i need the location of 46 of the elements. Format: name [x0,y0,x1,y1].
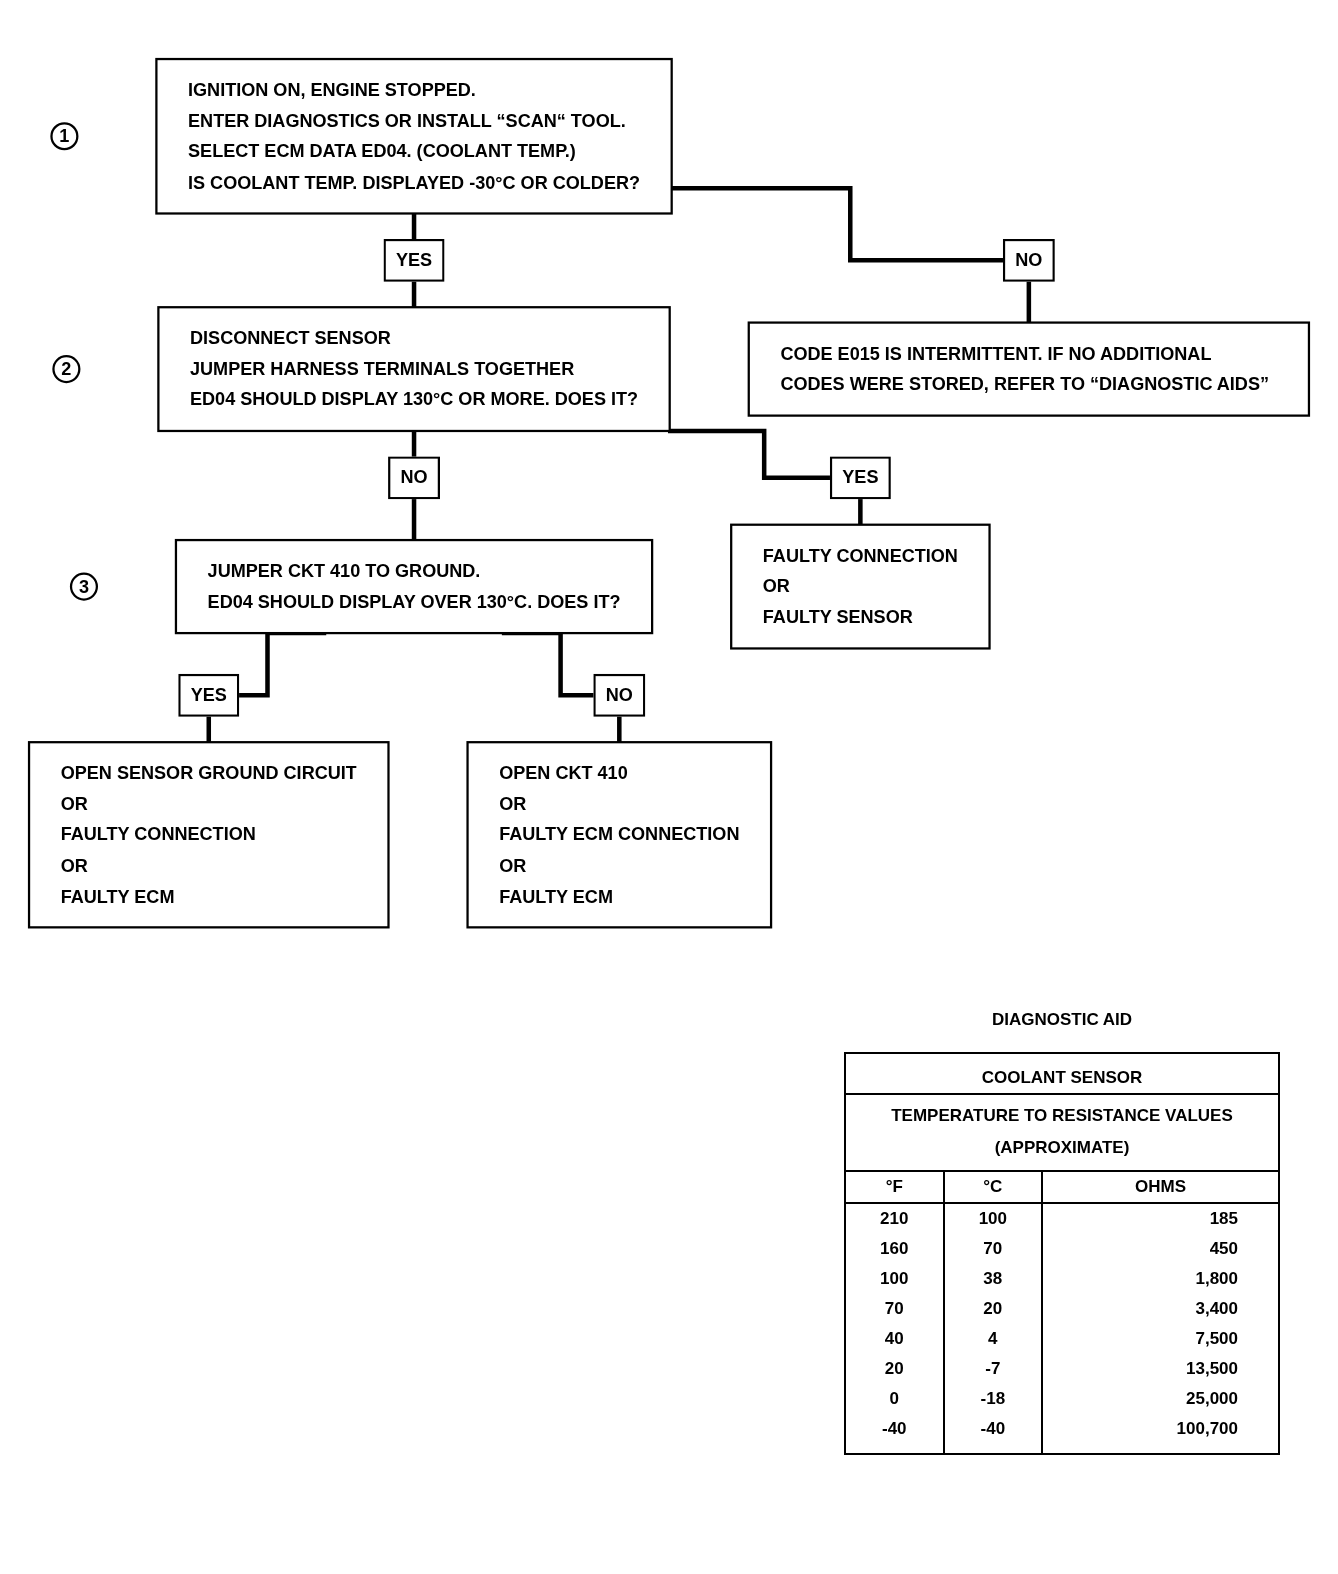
node-circle: 2 [52,355,81,384]
node-circle: 1 [50,122,79,151]
table-value: -18 [980,1388,1006,1409]
edge-label: NO [1015,250,1043,270]
table-value: 185 [1209,1208,1238,1229]
table-value: 70 [983,1238,1003,1259]
table-value: 210 [880,1208,909,1229]
table-value: 160 [880,1238,909,1259]
table-heading: DIAGNOSTIC AID [991,1010,1133,1030]
node-box: FAULTY CONNECTION OR FAULTY SENSOR [730,523,991,650]
table-title: COOLANT SENSOR [981,1068,1143,1088]
table-value: 7,500 [1195,1328,1238,1349]
table-value: 40 [884,1328,904,1349]
table-value: 450 [1209,1238,1238,1259]
table-value: 0 [889,1388,899,1409]
table-value: 100 [978,1208,1007,1229]
node-box: IGNITION ON, ENGINE STOPPED. ENTER DIAGNOSTICS OR INSTALL “SCAN“ TOOL. SELECT ECM DATA ED04. (COOLANT TEMP.) IS COOLANT TEMP. DISPLAYED -30°C OR COLDER? [155,57,673,215]
table-value: 20 [983,1298,1003,1319]
node-box: CODE E015 IS INTERMITTENT. IF NO ADDITIONAL CODES WERE STORED, REFER TO “DIAGNOSTIC AIDS” [747,321,1311,417]
table-value: 38 [983,1268,1003,1289]
table-subtitle: TEMPERATURE TO RESISTANCE VALUES (APPROXIMATE) [890,1105,1234,1160]
column-header: °F [885,1176,903,1197]
node-box: OPEN SENSOR GROUND CIRCUIT OR FAULTY CONNECTION OR FAULTY ECM [27,741,390,929]
table-value: 1,800 [1195,1268,1238,1289]
edge-label: YES [395,250,433,270]
node-circle: 3 [69,572,98,601]
node-box: OPEN CKT 410 OR FAULTY ECM CONNECTION OR FAULTY ECM [466,741,773,929]
column-header: °C [983,1176,1003,1197]
table-value: -40 [980,1418,1006,1439]
table-value: 3,400 [1195,1298,1238,1319]
table-value: 100,700 [1176,1418,1238,1439]
table-value: 20 [884,1358,904,1379]
table-value: -40 [882,1418,907,1439]
column-header: OHMS [1135,1176,1187,1197]
node-box: DISCONNECT SENSOR JUMPER HARNESS TERMINALS TOGETHER ED04 SHOULD DISPLAY 130°C OR MORE. DOES IT? [157,306,671,433]
edge-label: YES [190,685,227,705]
table-value: 70 [884,1298,904,1319]
table-value: 13,500 [1186,1358,1238,1379]
table-value: 100 [880,1268,909,1289]
edge-label: NO [400,467,428,487]
node-box: JUMPER CKT 410 TO GROUND. ED04 SHOULD DISPLAY OVER 130°C. DOES IT? [174,538,654,635]
edge-label: YES [842,467,879,487]
edge-label: NO [605,685,633,705]
table-value: 25,000 [1186,1388,1238,1409]
table-value: 4 [988,1328,998,1349]
table-value: -7 [985,1358,1001,1379]
